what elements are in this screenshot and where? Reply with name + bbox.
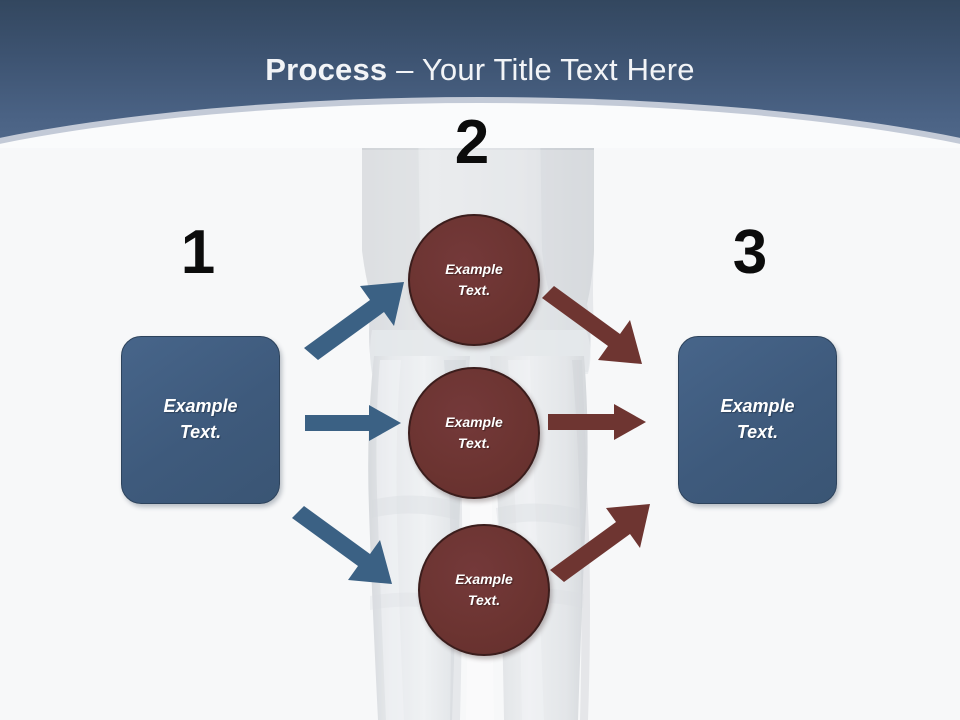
step-number-3: 3 xyxy=(732,218,768,287)
page-title-strong: Process xyxy=(265,52,388,87)
arrow-right-middle xyxy=(548,404,646,440)
circle-2-line-2: Text. xyxy=(457,435,491,451)
page-title-rest: Your Title Text Here xyxy=(421,52,695,87)
step-number-1: 1 xyxy=(180,218,216,287)
circle-2-line-1: Example xyxy=(445,414,503,430)
process-circle-2[interactable]: Example Text. xyxy=(408,367,540,499)
process-circle-1[interactable]: Example Text. xyxy=(408,214,540,346)
circle-3-line-2: Text. xyxy=(467,592,501,608)
step-number-2: 2 xyxy=(454,108,490,177)
arrow-right-up xyxy=(550,504,650,582)
process-box-right[interactable]: Example Text. xyxy=(678,336,837,504)
arrow-right-down xyxy=(542,286,642,364)
box-right-line-1: Example xyxy=(720,396,795,417)
arrow-left-up xyxy=(304,282,404,360)
circle-1-line-1: Example xyxy=(445,261,503,277)
arrow-left-down xyxy=(292,506,392,584)
process-circle-3[interactable]: Example Text. xyxy=(418,524,550,656)
box-left-line-2: Text. xyxy=(179,422,222,442)
page-title-dash: – xyxy=(387,52,422,87)
page-title: Process – Your Title Text Here xyxy=(0,52,960,88)
box-left-line-1: Example xyxy=(163,396,238,417)
slide-header xyxy=(0,0,960,148)
circle-3-line-1: Example xyxy=(455,571,513,587)
circle-1-line-2: Text. xyxy=(457,282,491,298)
box-right-line-2: Text. xyxy=(736,422,779,442)
arrow-left-middle xyxy=(305,405,401,441)
process-box-left[interactable]: Example Text. xyxy=(121,336,280,504)
